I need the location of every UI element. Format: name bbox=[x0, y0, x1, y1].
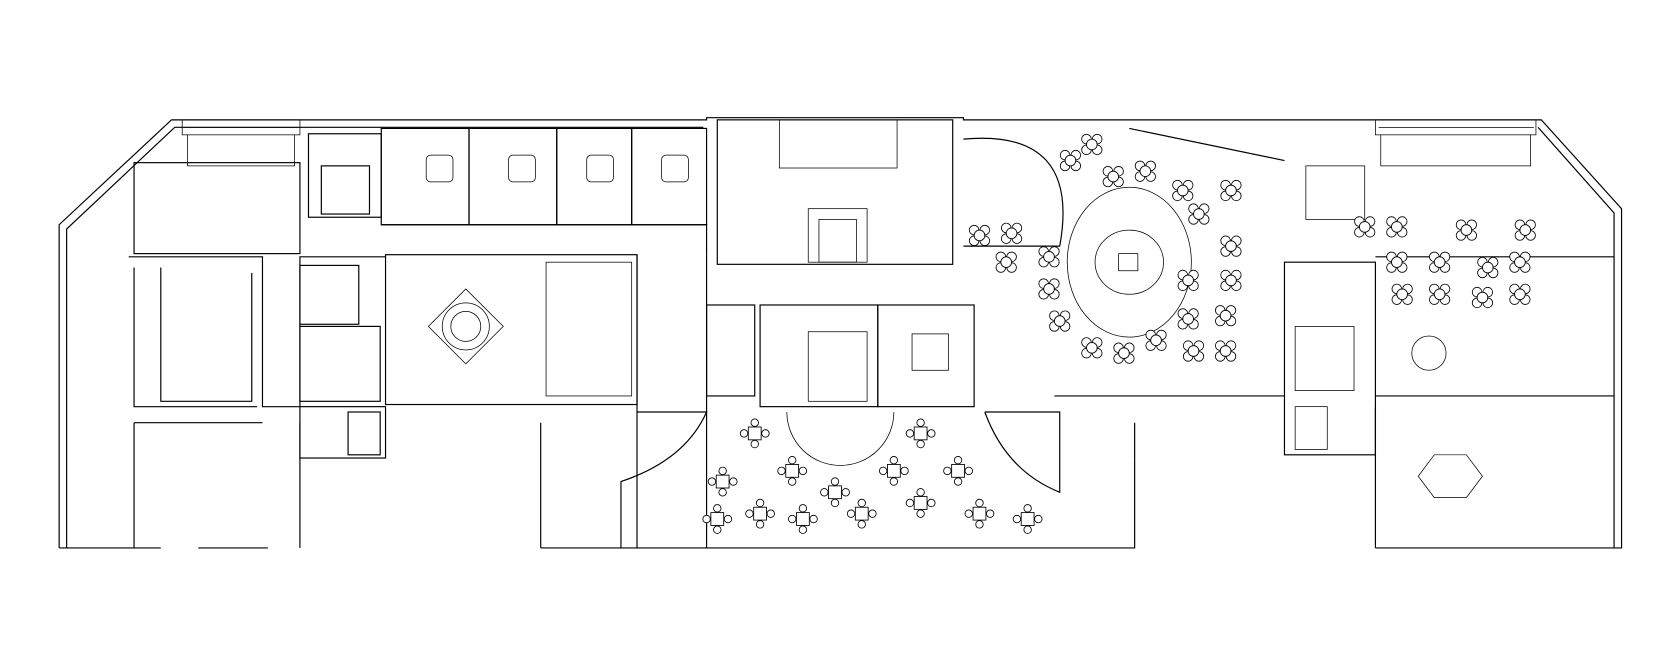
window-bays bbox=[181, 119, 1537, 167]
top-offices bbox=[380, 127, 708, 255]
banquet-hall bbox=[963, 127, 1615, 498]
round-table-symbol bbox=[1220, 235, 1242, 257]
table-symbol bbox=[707, 466, 738, 497]
round-table-symbol bbox=[1386, 216, 1408, 238]
round-table-symbol bbox=[1038, 278, 1060, 300]
round-table-symbol bbox=[1215, 305, 1237, 327]
hall-tables bbox=[702, 418, 1043, 534]
round-table-symbol bbox=[1113, 342, 1135, 364]
table-symbol bbox=[943, 455, 973, 486]
round-table-symbol bbox=[1477, 256, 1499, 279]
vip-lounge bbox=[384, 254, 638, 406]
round-table-symbol bbox=[1188, 203, 1210, 225]
round-table-symbol bbox=[1386, 251, 1408, 273]
table-symbol bbox=[964, 498, 995, 529]
round-table-symbol bbox=[1220, 269, 1242, 291]
table-symbol bbox=[846, 498, 877, 529]
table-symbol bbox=[739, 418, 770, 449]
table-symbol bbox=[702, 504, 733, 534]
table-symbol bbox=[1012, 504, 1043, 534]
round-table-symbol bbox=[1049, 310, 1071, 332]
round-table-symbol bbox=[1081, 337, 1103, 359]
round-table-symbol bbox=[1038, 246, 1060, 268]
round-table-symbol bbox=[1177, 269, 1199, 291]
table-symbol bbox=[777, 455, 808, 486]
round-table-symbol bbox=[1509, 251, 1531, 273]
central-core bbox=[636, 119, 975, 548]
round-table-symbol bbox=[1429, 283, 1451, 305]
round-table-symbol bbox=[1509, 283, 1531, 305]
round-table-symbol bbox=[1059, 149, 1082, 172]
round-table-symbol bbox=[1081, 133, 1103, 156]
round-table-symbol bbox=[1514, 219, 1536, 241]
table-symbol bbox=[745, 498, 775, 529]
round-table-symbol bbox=[1220, 179, 1242, 202]
round-table-symbol bbox=[1391, 283, 1413, 305]
central-dining-hall bbox=[540, 411, 1136, 548]
round-table-symbol bbox=[1145, 329, 1167, 351]
round-table-symbol bbox=[1000, 222, 1023, 244]
round-table-symbol bbox=[1182, 340, 1205, 362]
table-symbol bbox=[905, 418, 936, 449]
round-table-symbol bbox=[995, 251, 1017, 273]
table-symbol bbox=[878, 455, 909, 486]
left-wing-rooms bbox=[128, 133, 387, 548]
round-table-symbol bbox=[1215, 340, 1237, 362]
round-table-symbol bbox=[1134, 160, 1156, 182]
round-table-symbol bbox=[1177, 308, 1199, 330]
round-table-symbol bbox=[1354, 216, 1376, 238]
round-table-symbol bbox=[1471, 286, 1494, 309]
round-table-symbol bbox=[1102, 165, 1124, 188]
round-table-symbol bbox=[1172, 179, 1194, 202]
round-table-symbol bbox=[1455, 219, 1477, 241]
exterior-walls bbox=[58, 117, 1623, 549]
banquet-tables bbox=[968, 133, 1536, 364]
round-table-symbol bbox=[1429, 251, 1451, 273]
round-table-symbol bbox=[968, 224, 991, 247]
table-symbol bbox=[905, 488, 936, 518]
table-symbol bbox=[788, 504, 818, 534]
table-symbol bbox=[820, 477, 850, 508]
